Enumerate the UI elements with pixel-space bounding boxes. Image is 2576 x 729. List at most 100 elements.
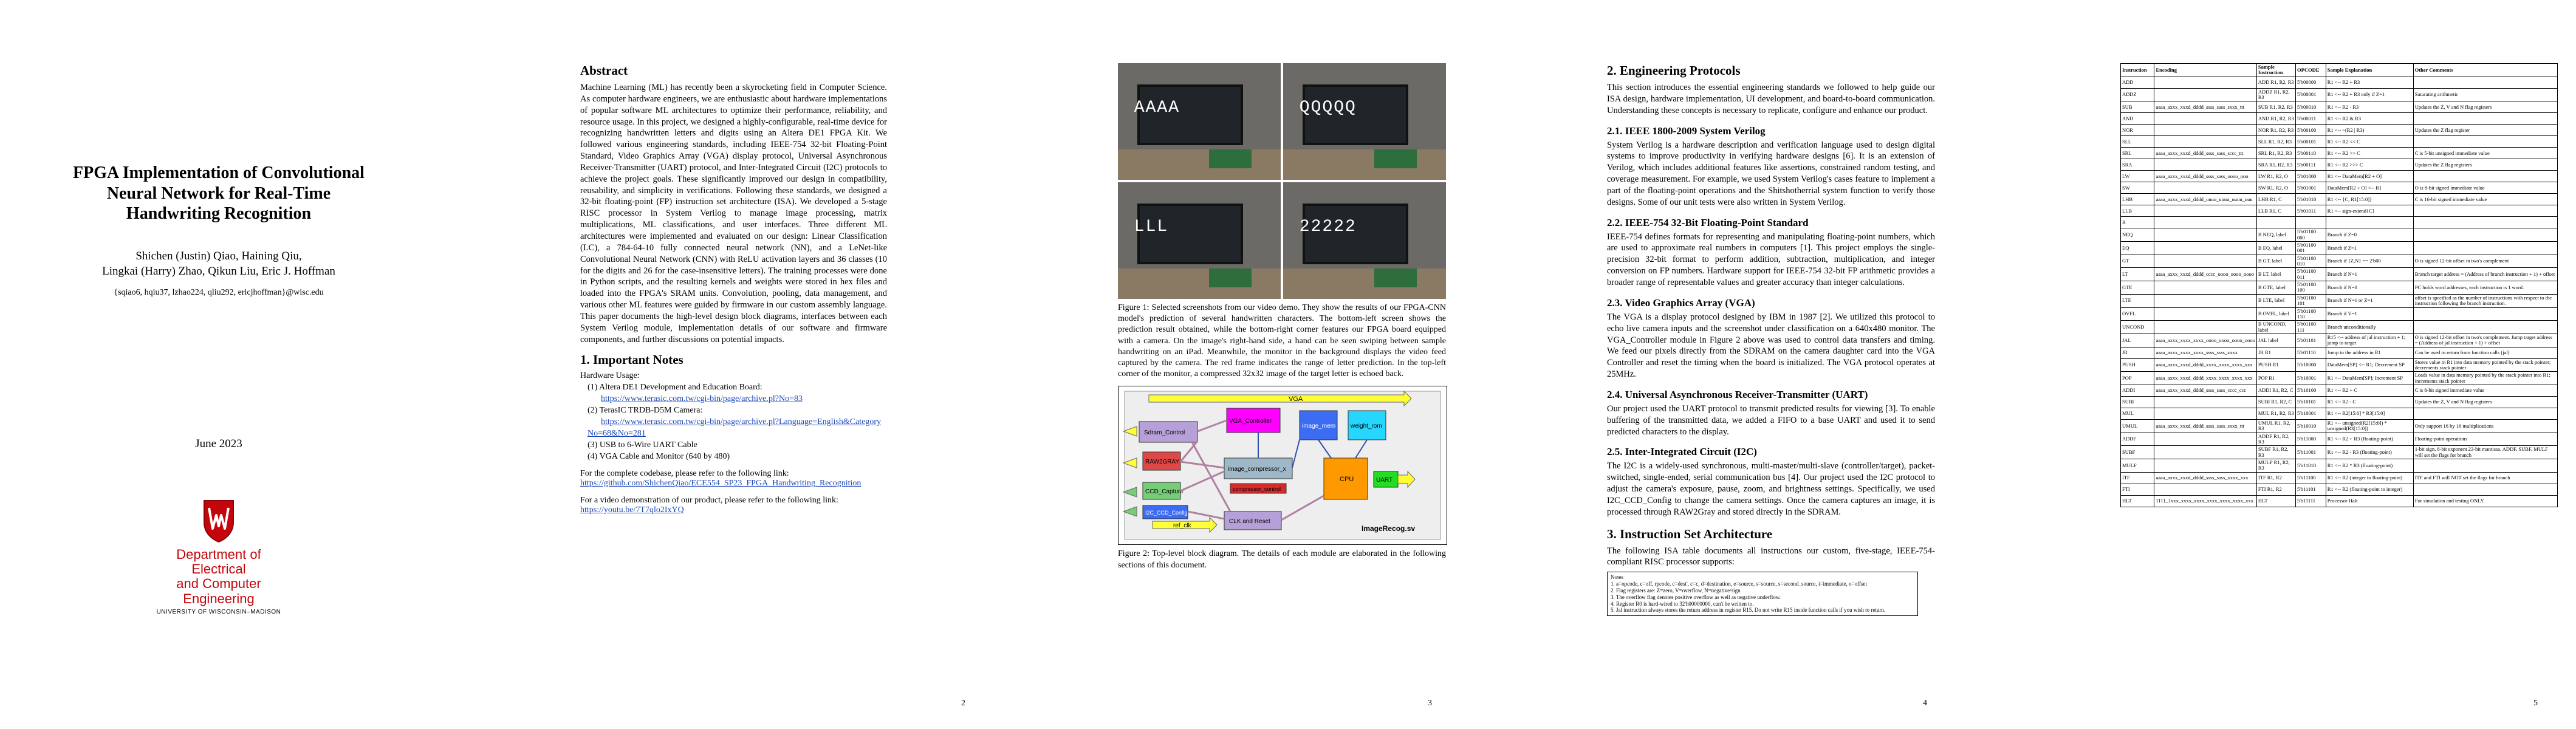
page-number: 4 xyxy=(1923,699,1927,708)
section-heading: 2. Engineering Protocols xyxy=(1607,63,1741,78)
publication-date: June 2023 xyxy=(195,437,242,450)
table-cell: Updates the Z, V and N flag registers xyxy=(2413,395,2558,408)
table-cell: 5'b11111 xyxy=(2295,495,2326,507)
table-cell: aaaa_axxx_xxxx_xxxx_oooo_oooo_oooo_oooo xyxy=(2154,333,2257,347)
table-cell xyxy=(2154,407,2257,420)
table-cell xyxy=(2154,216,2257,229)
table-cell: aaaa_axxx_xxxd_dddd_ssss_sass_sxxx_ttt xyxy=(2154,419,2257,433)
table-cell: 5'b11001 xyxy=(2295,445,2326,459)
predicted-text: QQQQQ xyxy=(1299,98,1357,117)
table-cell: 5'b01100 010 xyxy=(2295,254,2326,269)
hardware-item-link[interactable]: https://www.terasic.com.tw/cgi-bin/page/… xyxy=(587,417,882,438)
table-cell: SLL R1, R2, R3 xyxy=(2256,135,2297,148)
svg-text:RAW2GRAY: RAW2GRAY xyxy=(1145,459,1179,465)
table-header-cell: OPCODE xyxy=(2295,63,2326,77)
table-cell: 5'b01001 xyxy=(2295,182,2326,194)
table-cell: FTI R1, R2 xyxy=(2256,483,2297,496)
table-cell xyxy=(2154,87,2257,102)
table-cell xyxy=(2413,228,2558,242)
table-cell: R1 <-- R2 - R3 (floating-point) xyxy=(2325,445,2414,459)
figure-1-photos: AAAA QQQQQ LLL 22222 xyxy=(1118,63,1446,299)
table-cell: SRA R1, R2, R3 xyxy=(2256,159,2297,171)
paragraph: The following ISA table documents all in… xyxy=(1607,546,1935,567)
table-cell: B NEQ, label xyxy=(2256,228,2297,242)
important-notes-heading: 1. Important Notes xyxy=(580,352,683,368)
table-cell: SRL xyxy=(2120,147,2155,160)
codebase-link[interactable]: https://github.com/ShichenQiao/ECE554_SP… xyxy=(580,478,862,488)
table-cell: 5'b00110 xyxy=(2295,147,2326,160)
table-cell xyxy=(2295,216,2326,229)
note-item: 5. Jal instruction always stores the ret… xyxy=(1611,607,1886,614)
table-cell: GTE xyxy=(2120,281,2155,295)
table-cell: aaaa_axxx_xxxx_xxxx_ssss_ssss_xxxx xyxy=(2154,346,2257,359)
table-cell: 5'b00011 xyxy=(2295,112,2326,125)
figure-2-caption: Figure 2: Top-level block diagram. The d… xyxy=(1118,549,1446,570)
table-cell xyxy=(2413,320,2558,334)
table-cell: 5'b00101 xyxy=(2295,135,2326,148)
table-cell: 5'b01110 xyxy=(2295,346,2326,359)
table-cell: 5'b01010 xyxy=(2295,193,2326,206)
table-cell: R1 <-- R2 - R3 xyxy=(2325,101,2414,114)
authors-line-1: Shichen (Justin) Qiao, Haining Qiu, xyxy=(135,250,302,262)
notes-list: 1. a=opcode, c=off, rpcode, c=dest', c=c… xyxy=(1611,581,1914,614)
table-cell: R1 <-- R2 & R3 xyxy=(2325,112,2414,125)
table-header-cell: Other Comments xyxy=(2413,63,2558,77)
table-cell: ADD R1, R2, R3 xyxy=(2256,76,2297,89)
table-cell: ADDZ R1, R2, R3 xyxy=(2256,87,2297,102)
table-cell: ADDZ xyxy=(2120,87,2155,102)
dept-name-line-2: and Computer Engineering xyxy=(176,576,261,606)
table-cell: Updates the Z flag registers xyxy=(2413,159,2558,171)
table-cell: Branch if N=1 or Z=1 xyxy=(2325,293,2414,308)
svg-text:CLK and Reset: CLK and Reset xyxy=(1229,518,1270,525)
table-cell: Saturating arithmetic xyxy=(2413,87,2558,102)
table-cell: SW R1, R2, O xyxy=(2256,182,2297,194)
table-cell: 5'b01100 001 xyxy=(2295,241,2326,255)
table-cell: Only support 16 by 16 multiplications xyxy=(2413,419,2558,433)
paragraph: The I2C is a widely-used synchronous, mu… xyxy=(1607,461,1935,517)
refclk-label: ref_clk xyxy=(1173,522,1191,529)
table-cell: R1 <-- DataMem[SP]; Increment SP xyxy=(2325,371,2414,385)
table-cell: R1 <-- unsigned(R2[15:0]) * unsigned(R3[… xyxy=(2325,419,2414,433)
video-link[interactable]: https://youtu.be/7T7qlo2IxYQ xyxy=(580,505,684,515)
table-cell: 5'b01100 100 xyxy=(2295,281,2326,295)
table-cell: 5'b10000 xyxy=(2295,358,2326,372)
table-cell xyxy=(2413,170,2558,183)
hardware-item-link[interactable]: https://www.terasic.com.tw/cgi-bin/page/… xyxy=(601,394,803,404)
author-list: Shichen (Justin) Qiao, Haining Qiu, Ling… xyxy=(73,249,365,279)
table-cell: NEQ xyxy=(2120,228,2155,242)
table-cell: 5'b00010 xyxy=(2295,101,2326,114)
page-figures: AAAA QQQQQ LLL 22222 Figure 1: Selected … xyxy=(1118,0,1458,729)
demo-photo: AAAA xyxy=(1118,63,1281,180)
isa-notes-box: Notes 1. a=opcode, c=off, rpcode, c=dest… xyxy=(1607,572,1918,617)
table-cell: EQ xyxy=(2120,241,2155,255)
compressor-control-block xyxy=(1230,483,1287,494)
table-cell: SUBI xyxy=(2120,395,2155,408)
subsection-heading: 2.1. IEEE 1800-2009 System Verilog xyxy=(1607,125,1766,137)
table-cell: aaaa_axxx_xxxd_dddd_xxxx_xxxx_xxxx_xxx xyxy=(2154,358,2257,372)
table-cell: SW xyxy=(2120,182,2155,194)
table-cell: O is signed 12-bit offset in two's compl… xyxy=(2413,254,2558,269)
table-cell: 5'b10001 xyxy=(2295,371,2326,385)
table-cell: FTI xyxy=(2120,483,2155,496)
table-cell: SUBF xyxy=(2120,445,2155,459)
table-cell: aaaa_axxx_xxxd_dddd_xxxx_xxxx_xxxx_xxx xyxy=(2154,371,2257,385)
top-module-label: ImageRecog.sv xyxy=(1362,524,1415,533)
page-2-text: Abstract Machine Learning (ML) has recen… xyxy=(0,0,972,729)
table-cell: 5'b11000 xyxy=(2295,432,2326,447)
section-heading: 3. Instruction Set Architecture xyxy=(1607,526,1773,541)
table-cell: R1 <-- R2 + R3 only if Z=1 xyxy=(2325,87,2414,102)
